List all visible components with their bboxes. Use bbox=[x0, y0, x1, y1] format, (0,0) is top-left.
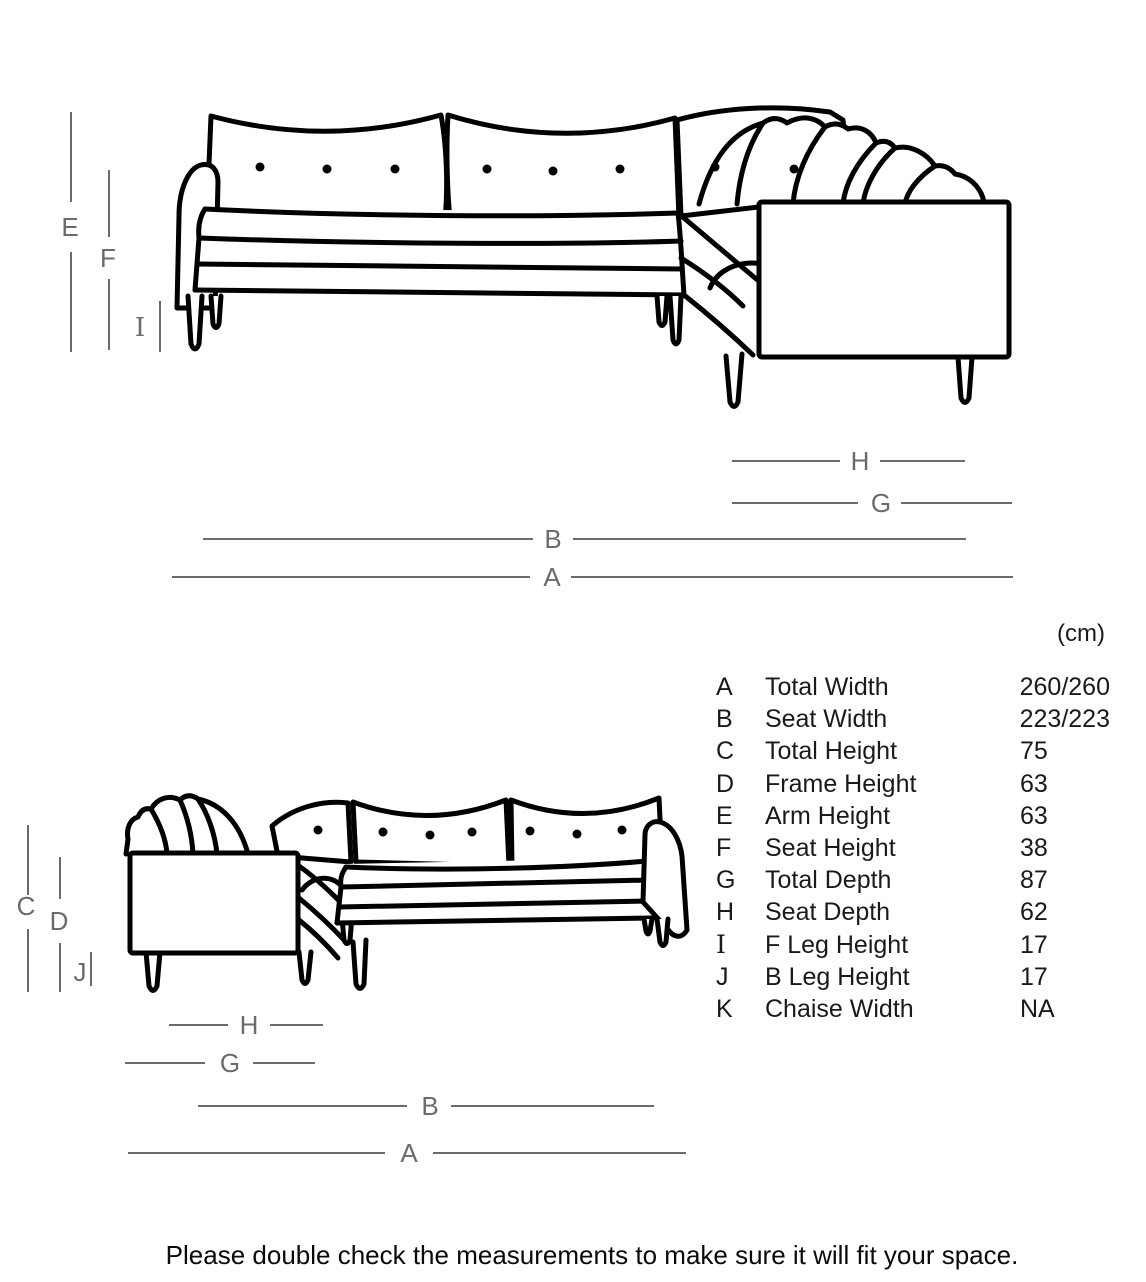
dim-line-G2-right bbox=[253, 1062, 315, 1064]
row-value: 223/223 bbox=[1019, 705, 1110, 734]
dim-label-seat-width: B bbox=[544, 524, 562, 554]
row-value: 17 bbox=[1020, 930, 1048, 959]
row-letter: G bbox=[716, 866, 736, 895]
measurement-disclaimer: Please double check the measurements to … bbox=[165, 1240, 1019, 1270]
measurements-rows: A Total Width 260/260 B Seat Width 223/2… bbox=[716, 671, 1110, 1025]
dim-label-seat-depth-2: H bbox=[239, 1010, 259, 1040]
row-name: Total Depth bbox=[765, 866, 892, 895]
row-letter: B bbox=[716, 705, 733, 734]
row-name: Total Height bbox=[765, 737, 898, 766]
dim-line-D-upper bbox=[59, 857, 61, 899]
table-row: J B Leg Height 17 bbox=[716, 961, 1110, 993]
row-value: 260/260 bbox=[1019, 673, 1110, 701]
dim-line-H2-right bbox=[270, 1024, 323, 1026]
dim-label-total-height: C bbox=[16, 891, 36, 921]
measurements-table: (cm) A Total Width 260/260 B Seat Width … bbox=[716, 620, 1110, 1025]
row-name: B Leg Height bbox=[765, 962, 910, 991]
dim-label-seat-depth: H bbox=[850, 446, 870, 476]
dim-line-H-right bbox=[880, 460, 965, 462]
dim-line-F-lower bbox=[108, 279, 110, 350]
dim-label-frame-height: D bbox=[49, 906, 69, 936]
table-row: B Seat Width 223/223 bbox=[716, 703, 1110, 735]
dim-line-J bbox=[90, 952, 92, 986]
row-value: NA bbox=[1020, 994, 1055, 1023]
dim-line-H-left bbox=[732, 460, 840, 462]
row-value: 38 bbox=[1020, 833, 1048, 862]
dim-line-C-lower bbox=[27, 929, 29, 992]
row-name: Arm Height bbox=[765, 801, 891, 830]
row-name: Total Width bbox=[764, 673, 889, 701]
row-value: 63 bbox=[1020, 801, 1048, 830]
row-letter: D bbox=[716, 769, 735, 798]
dim-label-back-leg-height: J bbox=[73, 957, 87, 987]
row-value: 63 bbox=[1020, 769, 1048, 798]
row-letter: J bbox=[716, 962, 729, 991]
row-value: 17 bbox=[1020, 962, 1048, 991]
dim-label-seat-width-2: B bbox=[421, 1091, 439, 1121]
dim-line-B2-left bbox=[198, 1105, 407, 1107]
sofa-front-elevation-illustration bbox=[174, 105, 1012, 409]
row-name: Seat Width bbox=[764, 705, 888, 734]
row-value: 62 bbox=[1020, 898, 1048, 927]
dim-line-C-upper bbox=[27, 825, 29, 895]
table-row: K Chaise Width NA bbox=[716, 993, 1110, 1025]
dim-line-I bbox=[159, 301, 161, 352]
row-letter: E bbox=[716, 801, 733, 830]
dim-line-G2-left bbox=[125, 1062, 205, 1064]
dim-line-G-right bbox=[901, 502, 1012, 504]
unit-label: (cm) bbox=[1057, 620, 1105, 647]
dim-line-B-right bbox=[573, 538, 966, 540]
table-row: D Frame Height 63 bbox=[716, 768, 1110, 800]
dim-label-total-width-2: A bbox=[400, 1138, 418, 1168]
table-row: A Total Width 260/260 bbox=[716, 671, 1110, 703]
table-row: G Total Depth 87 bbox=[716, 864, 1110, 896]
dim-line-F-upper bbox=[108, 170, 110, 237]
row-letter: K bbox=[716, 994, 733, 1023]
sofa-rear-elevation-illustration bbox=[123, 793, 690, 993]
row-name: Seat Depth bbox=[765, 898, 891, 927]
dim-line-D-lower bbox=[59, 943, 61, 992]
row-name: F Leg Height bbox=[765, 930, 909, 959]
dim-line-A-right bbox=[571, 576, 1013, 578]
dim-line-G-left bbox=[732, 502, 858, 504]
row-value: 75 bbox=[1020, 737, 1048, 766]
row-letter: F bbox=[716, 833, 732, 862]
dim-label-front-leg-height: I bbox=[134, 313, 146, 343]
dim-line-E-upper bbox=[70, 112, 72, 202]
dim-label-total-width: A bbox=[543, 562, 561, 592]
dim-line-E-lower bbox=[70, 252, 72, 352]
dim-line-A-left bbox=[172, 576, 530, 578]
dim-label-arm-height: E bbox=[61, 212, 79, 242]
table-row: I F Leg Height 17 bbox=[716, 929, 1110, 961]
row-name: Seat Height bbox=[765, 833, 896, 862]
dim-line-B-left bbox=[203, 538, 533, 540]
dim-label-seat-height: F bbox=[100, 243, 116, 273]
row-letter: C bbox=[716, 737, 735, 766]
row-name: Frame Height bbox=[765, 769, 917, 798]
dim-label-total-depth: G bbox=[870, 488, 892, 518]
dim-line-A2-left bbox=[128, 1152, 385, 1154]
dim-line-B2-right bbox=[451, 1105, 654, 1107]
dim-label-total-depth-2: G bbox=[219, 1048, 241, 1078]
row-value: 87 bbox=[1020, 866, 1048, 895]
table-row: C Total Height 75 bbox=[716, 735, 1110, 767]
table-row: F Seat Height 38 bbox=[716, 832, 1110, 864]
dim-line-H2-left bbox=[169, 1024, 228, 1026]
row-name: Chaise Width bbox=[765, 994, 914, 1023]
row-letter: I bbox=[716, 929, 726, 959]
table-row: E Arm Height 63 bbox=[716, 800, 1110, 832]
dim-line-A2-right bbox=[433, 1152, 686, 1154]
row-letter: H bbox=[716, 898, 735, 927]
row-letter: A bbox=[716, 673, 733, 701]
table-row: H Seat Depth 62 bbox=[716, 896, 1110, 928]
